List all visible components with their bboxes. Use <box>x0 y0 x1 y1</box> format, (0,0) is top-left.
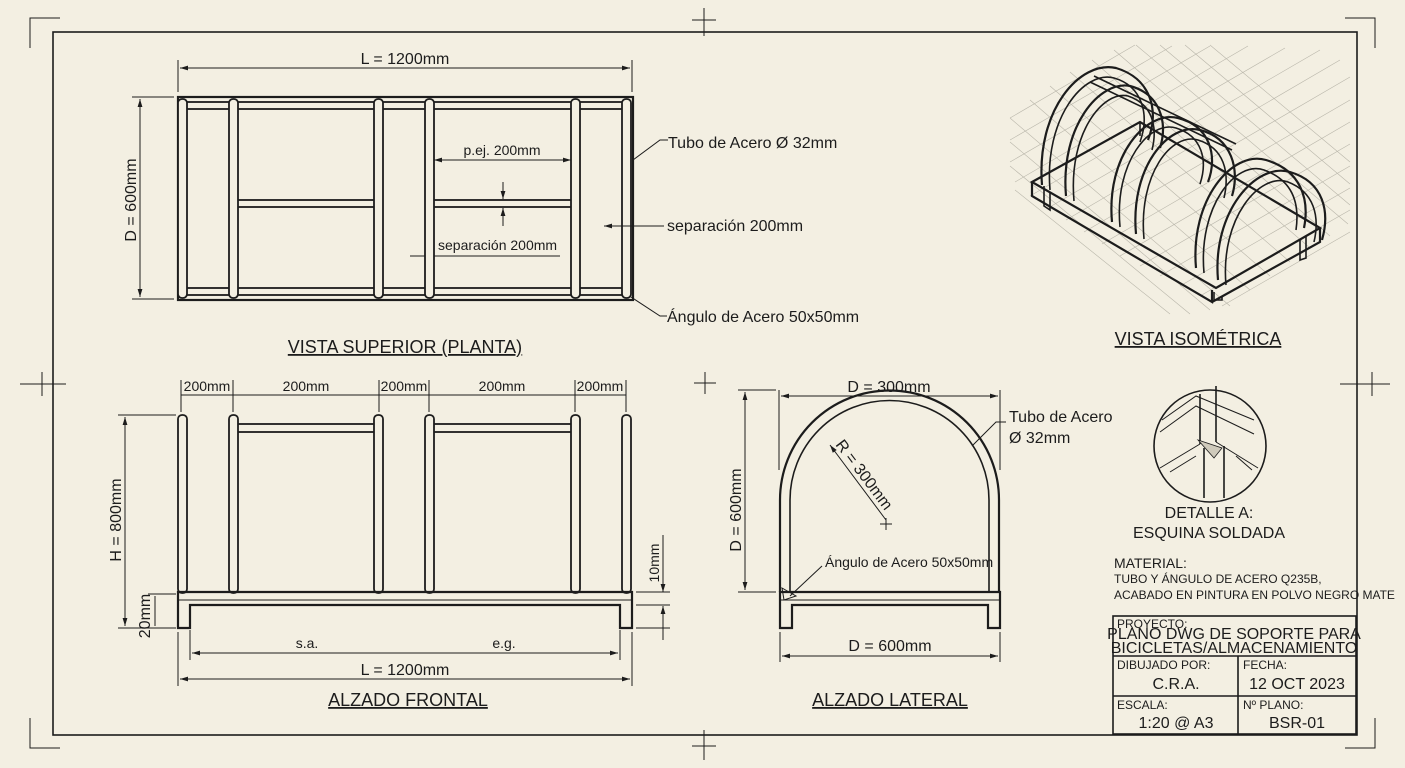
scale-value: 1:20 @ A3 <box>1139 715 1214 732</box>
side-angle-callout: Ángulo de Acero 50x50mm <box>825 554 993 570</box>
sheet-frame <box>20 8 1390 760</box>
front-spacing-1: 200mm <box>184 378 231 394</box>
plan-length-dim: L = 1200mm <box>361 51 450 68</box>
front-height-dim: H = 800mm <box>108 478 125 561</box>
side-tube-callout-1: Tubo de Acero <box>1009 409 1113 426</box>
sheet-number-value: BSR-01 <box>1269 715 1325 732</box>
front-note-right: e.g. <box>492 635 515 651</box>
plan-separation-callout: separación 200mm <box>667 218 803 235</box>
detail-title-1: DETALLE A: <box>1165 505 1254 522</box>
plan-depth-dim: D = 600mm <box>123 158 140 241</box>
front-view: 200mm 200mm 200mm 200mm 200mm H = 800mm … <box>108 378 670 710</box>
plan-spacing-example: p.ej. 200mm <box>463 142 540 158</box>
date-value: 12 OCT 2023 <box>1249 676 1345 693</box>
detail-a: DETALLE A: ESQUINA SOLDADA <box>1133 386 1285 542</box>
drawn-by-label: DIBUJADO POR: <box>1117 658 1210 672</box>
front-spacing-2: 200mm <box>283 378 330 394</box>
detail-title-2: ESQUINA SOLDADA <box>1133 525 1285 542</box>
title-block: PROYECTO: PLANO DWG DE SOPORTE PARA BICI… <box>1107 615 1361 735</box>
plan-separation-inner: separación 200mm <box>438 237 557 253</box>
plan-view: L = 1200mm D = 600mm p.ej. 200mm separac… <box>123 51 859 357</box>
plan-angle-callout: Ángulo de Acero 50x50mm <box>667 307 859 326</box>
project-line-2: BICICLETAS/ALMACENAMIENTO <box>1111 640 1358 657</box>
iso-view-title: VISTA ISOMÉTRICA <box>1115 329 1282 349</box>
material-heading: MATERIAL: <box>1114 555 1187 571</box>
drawn-by-value: C.R.A. <box>1152 676 1199 693</box>
front-view-title: ALZADO FRONTAL <box>328 690 488 710</box>
material-line-1: TUBO Y ÁNGULO DE ACERO Q235B, <box>1114 571 1322 586</box>
front-spacing-5: 200mm <box>577 378 624 394</box>
front-spacing-3: 200mm <box>381 378 428 394</box>
side-bottom-dim: D = 600mm <box>848 638 931 655</box>
front-spacing-4: 200mm <box>479 378 526 394</box>
project-label: PROYECTO: <box>1117 617 1187 631</box>
front-foot-dim: 20mm <box>137 594 154 638</box>
plan-tube-callout: Tubo de Acero Ø 32mm <box>668 135 837 152</box>
scale-label: ESCALA: <box>1117 698 1168 712</box>
material-note: MATERIAL: TUBO Y ÁNGULO DE ACERO Q235B, … <box>1114 555 1395 602</box>
side-tube-callout-2: Ø 32mm <box>1009 430 1070 447</box>
iso-grid <box>1009 44 1351 315</box>
front-length-dim: L = 1200mm <box>361 662 450 679</box>
sheet-number-label: Nº PLANO: <box>1243 698 1303 712</box>
project-line-1: PLANO DWG DE SOPORTE PARA <box>1107 626 1361 643</box>
front-base-dim: 10mm <box>646 544 662 583</box>
front-note-left: s.a. <box>296 635 319 651</box>
date-label: FECHA: <box>1243 658 1287 672</box>
side-height-dim: D = 600mm <box>728 468 745 551</box>
side-radius-dim: R = 300mm <box>832 437 896 514</box>
material-line-2: ACABADO EN PINTURA EN POLVO NEGRO MATE <box>1114 588 1395 602</box>
side-view: D = 300mm R = 300mm D = 600mm D = 600mm … <box>728 379 1113 710</box>
plan-view-title: VISTA SUPERIOR (PLANTA) <box>288 337 522 357</box>
iso-view: VISTA ISOMÉTRICA <box>1009 44 1351 349</box>
side-view-title: ALZADO LATERAL <box>812 690 968 710</box>
